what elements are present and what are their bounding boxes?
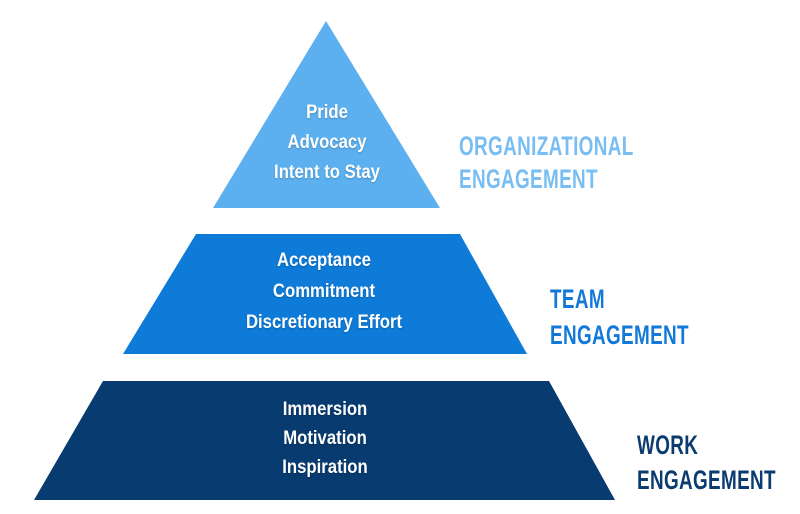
tier-item: Discretionary Effort: [245, 312, 403, 333]
tier-item: Intent to Stay: [274, 162, 380, 183]
label-line: TEAM: [550, 284, 605, 314]
label-line: ENGAGEMENT: [459, 164, 598, 194]
label-line: ENGAGEMENT: [550, 320, 689, 350]
tier-item: Acceptance: [277, 250, 371, 271]
label-team-engagement: TEAM ENGAGEMENT: [550, 281, 689, 353]
tier-item: Commitment: [272, 281, 376, 302]
tier-item: Inspiration: [282, 457, 368, 478]
tier-team-shape: [123, 234, 527, 354]
tier-item: Advocacy: [287, 132, 367, 153]
label-line: ENGAGEMENT: [637, 465, 776, 495]
label-work-engagement: WORK ENGAGEMENT: [637, 428, 776, 498]
tier-item: Pride: [306, 102, 348, 123]
tier-organizational-shape: [213, 21, 440, 208]
label-organizational-engagement: ORGANIZATIONAL ENGAGEMENT: [459, 130, 634, 196]
tier-organizational-items: Pride Advocacy Intent to Stay: [204, 98, 450, 188]
tier-item: Motivation: [283, 428, 367, 449]
label-line: WORK: [637, 430, 699, 460]
tier-team-items: Acceptance Commitment Discretionary Effo…: [201, 245, 447, 338]
tier-work-items: Immersion Motivation Inspiration: [202, 395, 448, 482]
label-line: ORGANIZATIONAL: [459, 131, 634, 161]
tier-item: Immersion: [282, 399, 368, 420]
tier-work-shape: [34, 381, 615, 500]
